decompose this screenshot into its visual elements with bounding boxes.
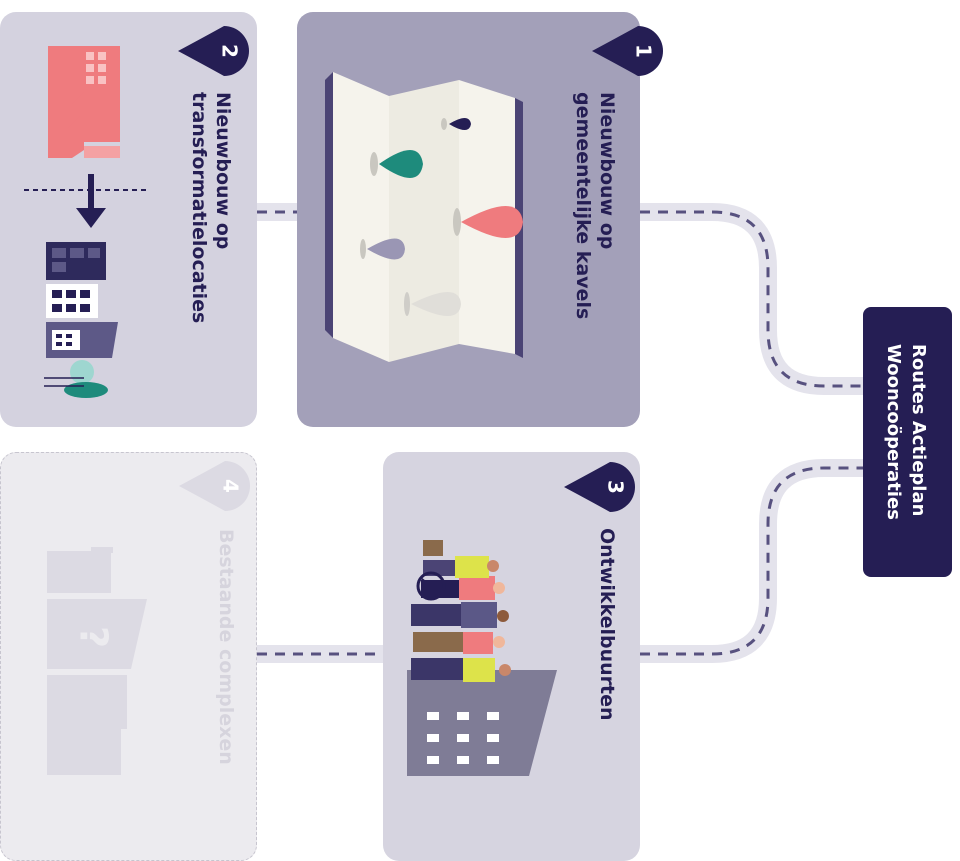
building-left-icon xyxy=(47,547,113,593)
route-number-pin-4: 4 xyxy=(177,459,257,513)
svg-text:?: ? xyxy=(72,626,116,648)
building-right-icon xyxy=(47,675,127,775)
question-building-icon: ? xyxy=(47,599,147,669)
road-to-route-3 xyxy=(640,459,870,663)
route-card-4[interactable]: 4 Bestaande complexen ? xyxy=(0,452,257,861)
road-to-route-1 xyxy=(640,203,870,395)
route-number-3: 3 xyxy=(604,480,628,494)
routes-hub-title-line2: Wooncoöperaties xyxy=(883,344,904,520)
route-title-1-line2: gemeentelijke kavels xyxy=(572,92,594,320)
route-card-2[interactable]: 2 Nieuwbouw op transformatielocaties xyxy=(0,12,257,427)
route-number-pin-3: 3 xyxy=(562,460,642,514)
factory-icon xyxy=(48,46,120,158)
residents-illustration xyxy=(407,540,557,776)
location-pin-pink-icon xyxy=(453,206,523,238)
route-number-2: 2 xyxy=(218,44,242,58)
transformation-illustration xyxy=(24,46,148,398)
route-title-2-line2: transformatielocaties xyxy=(188,92,210,324)
route-title-4-line1: Bestaande complexen xyxy=(215,529,237,765)
tree-icon xyxy=(44,360,108,398)
route-number-4: 4 xyxy=(219,479,243,493)
apartment-building-icon xyxy=(46,242,118,358)
route-number-pin-2: 2 xyxy=(176,24,256,78)
route-card-3[interactable]: 3 Ontwikkelbuurten xyxy=(383,452,640,861)
route-number-pin-1: 1 xyxy=(590,24,670,78)
arrow-down-icon xyxy=(76,174,106,228)
route-title-2: Nieuwbouw op transformatielocaties xyxy=(187,92,235,323)
route-title-3-line1: Ontwikkelbuurten xyxy=(596,528,618,721)
route-title-2-line1: Nieuwbouw op xyxy=(212,92,234,250)
location-pin-teal-icon xyxy=(370,150,423,178)
route-title-1-line1: Nieuwbouw op xyxy=(596,92,618,250)
building-icon xyxy=(407,670,557,776)
route-title-3: Ontwikkelbuurten xyxy=(595,528,619,721)
route-card-1[interactable]: 1 Nieuwbouw op gemeentelijke kavels xyxy=(297,12,664,427)
routes-hub-box: Routes Actieplan Wooncoöperaties xyxy=(863,307,952,577)
route-title-4: Bestaande complexen xyxy=(214,529,238,765)
location-pin-grey-icon xyxy=(404,292,461,316)
location-pin-navy-icon xyxy=(441,118,471,130)
existing-buildings-illustration: ? xyxy=(47,547,147,775)
route-title-1: Nieuwbouw op gemeentelijke kavels xyxy=(571,92,619,319)
map-illustration xyxy=(325,72,523,362)
location-pin-purple-icon xyxy=(360,238,405,260)
group-of-people-icon xyxy=(411,540,511,682)
routes-hub-title-line1: Routes Actieplan xyxy=(908,344,929,517)
route-number-1: 1 xyxy=(632,44,656,58)
routes-hub-title: Routes Actieplan Wooncoöperaties xyxy=(881,344,931,520)
